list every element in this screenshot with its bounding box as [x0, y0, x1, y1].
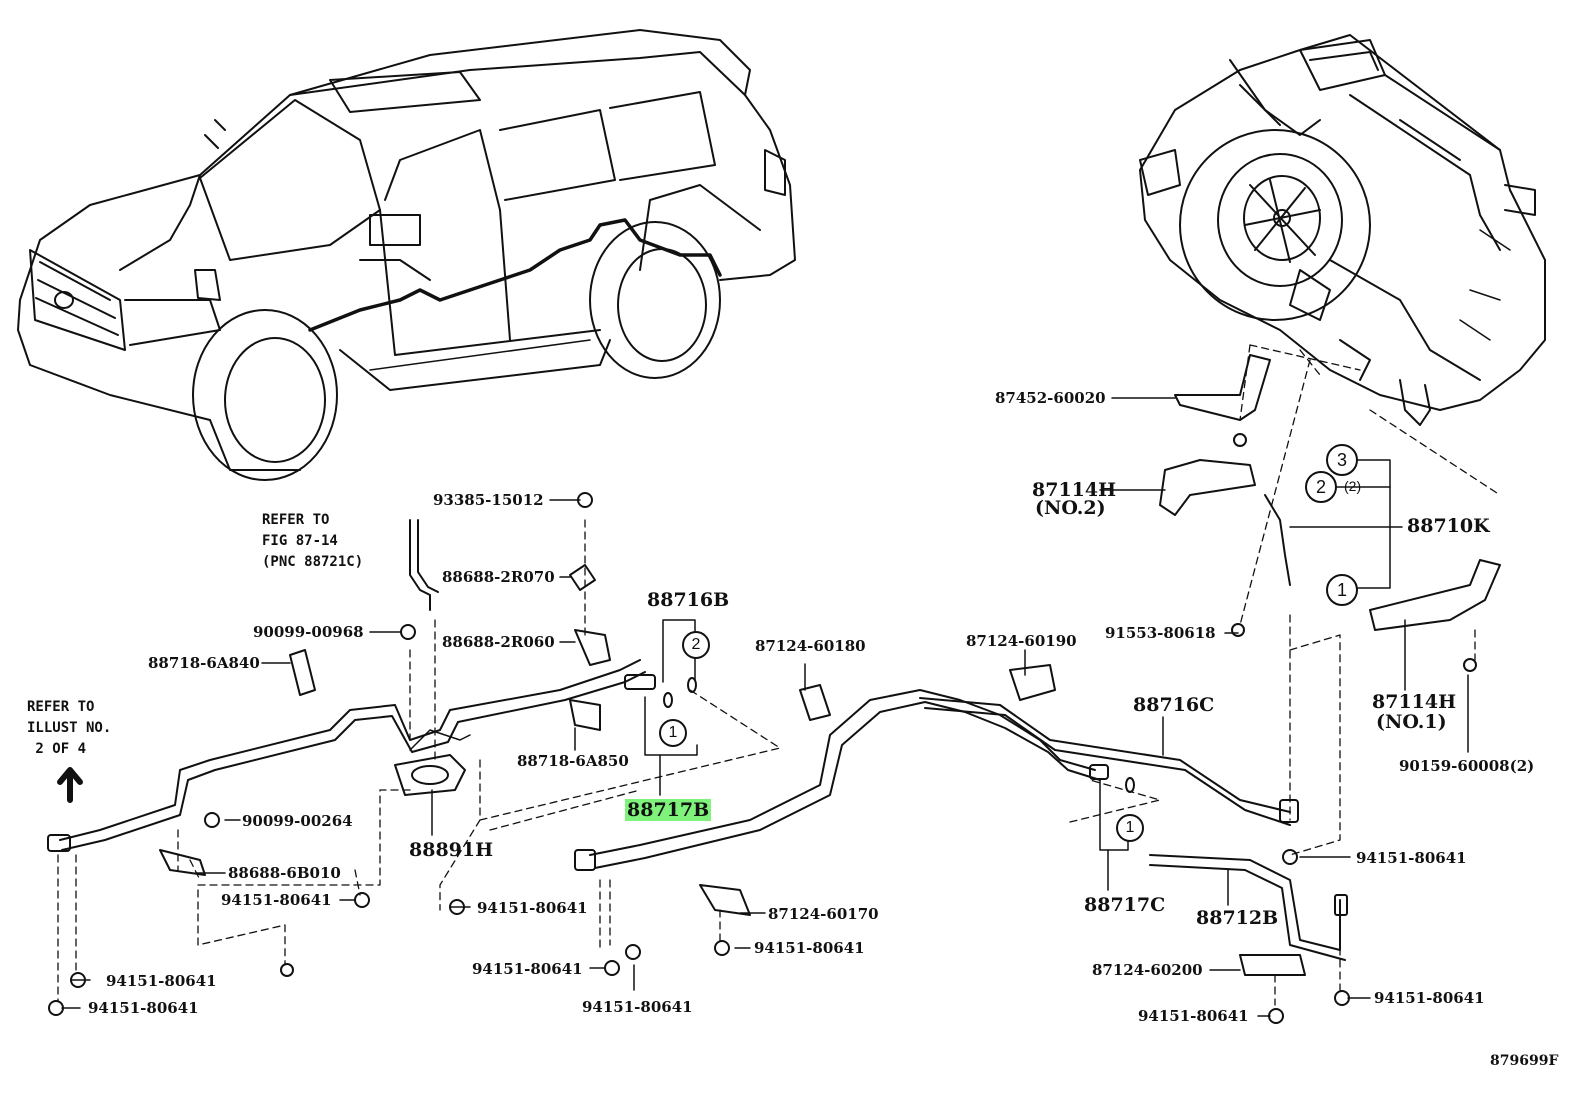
part-label-94151-80641-c[interactable]: 94151-80641	[106, 972, 217, 990]
part-label-90099-00968[interactable]: 90099-00968	[253, 623, 364, 641]
part-label-88716b[interactable]: 88716B	[647, 589, 730, 611]
part-label-91553-80618[interactable]: 91553-80618	[1105, 624, 1216, 642]
part-label-88710k[interactable]: 88710K	[1407, 515, 1490, 537]
part-label-87124-60170[interactable]: 87124-60170	[768, 905, 879, 923]
vehicle-illustration	[17, 29, 796, 481]
part-label-87114h-no1-sub: (NO.1)	[1376, 711, 1447, 733]
part-label-87124-60180[interactable]: 87124-60180	[755, 637, 866, 655]
part-label-94151-80641-h[interactable]: 94151-80641	[1138, 1007, 1249, 1025]
part-label-94151-80641-g[interactable]: 94151-80641	[754, 939, 865, 957]
callout-3[interactable]: 3	[1326, 444, 1358, 476]
callout-1-88717b[interactable]: 1	[659, 719, 687, 747]
part-label-88688-2r070[interactable]: 88688-2R070	[442, 568, 555, 586]
part-label-90099-00264[interactable]: 90099-00264	[242, 812, 353, 830]
refer-to-fig-note: REFER TO FIG 87-14 (PNC 88721C)	[262, 512, 364, 570]
part-label-88717c[interactable]: 88717C	[1084, 894, 1166, 916]
part-label-94151-80641-i[interactable]: 94151-80641	[1356, 849, 1467, 867]
part-label-88718-6a840[interactable]: 88718-6A840	[148, 654, 260, 672]
callout-1-88710k[interactable]: 1	[1326, 574, 1358, 606]
part-label-87452-60020[interactable]: 87452-60020	[995, 389, 1106, 407]
part-label-94151-80641-b[interactable]: 94151-80641	[477, 899, 588, 917]
part-label-88688-6b010[interactable]: 88688-6B010	[228, 864, 341, 882]
refrigerant-pipes	[47, 519, 1348, 961]
highlighted-part-88717b: 88717B	[625, 799, 712, 821]
part-label-87124-60190[interactable]: 87124-60190	[966, 632, 1077, 650]
part-label-94151-80641-j[interactable]: 94151-80641	[1374, 989, 1485, 1007]
part-label-87114h-no2[interactable]: 87114H	[1032, 479, 1117, 501]
part-label-90159-60008[interactable]: 90159-60008(2)	[1399, 757, 1535, 775]
hvac-unit-illustration	[1139, 34, 1546, 426]
guide-lines	[57, 344, 1501, 1006]
part-label-94151-80641-d[interactable]: 94151-80641	[88, 999, 199, 1017]
part-label-87114h-no2-sub: (NO.2)	[1035, 497, 1106, 519]
part-label-94151-80641-e[interactable]: 94151-80641	[472, 960, 583, 978]
part-label-88716c[interactable]: 88716C	[1133, 694, 1215, 716]
diagram-id: 879699F	[1490, 1053, 1559, 1069]
leader-lines	[61, 397, 1469, 1017]
part-label-88718-6a850[interactable]: 88718-6A850	[517, 752, 629, 770]
part-label-88688-2r060[interactable]: 88688-2R060	[442, 633, 555, 651]
callout-2-88716b[interactable]: 2	[682, 631, 710, 659]
part-label-88891h[interactable]: 88891H	[409, 839, 494, 861]
callout-2-88710k[interactable]: 2	[1305, 471, 1337, 503]
part-label-88717b[interactable]: 88717B	[625, 799, 712, 821]
callout-2-quantity: (2)	[1344, 478, 1362, 494]
small-parts	[48, 354, 1501, 1024]
refer-to-illust-note: REFER TO ILLUST NO. 2 OF 4	[27, 699, 112, 757]
part-label-93385-15012[interactable]: 93385-15012	[433, 491, 544, 509]
callout-1-88717c[interactable]: 1	[1116, 814, 1144, 842]
part-label-94151-80641-f[interactable]: 94151-80641	[582, 998, 693, 1016]
part-label-94151-80641-a[interactable]: 94151-80641	[221, 891, 332, 909]
part-label-87124-60200[interactable]: 87124-60200	[1092, 961, 1203, 979]
part-label-88712b[interactable]: 88712B	[1196, 907, 1279, 929]
part-label-87114h-no1[interactable]: 87114H	[1372, 691, 1457, 713]
